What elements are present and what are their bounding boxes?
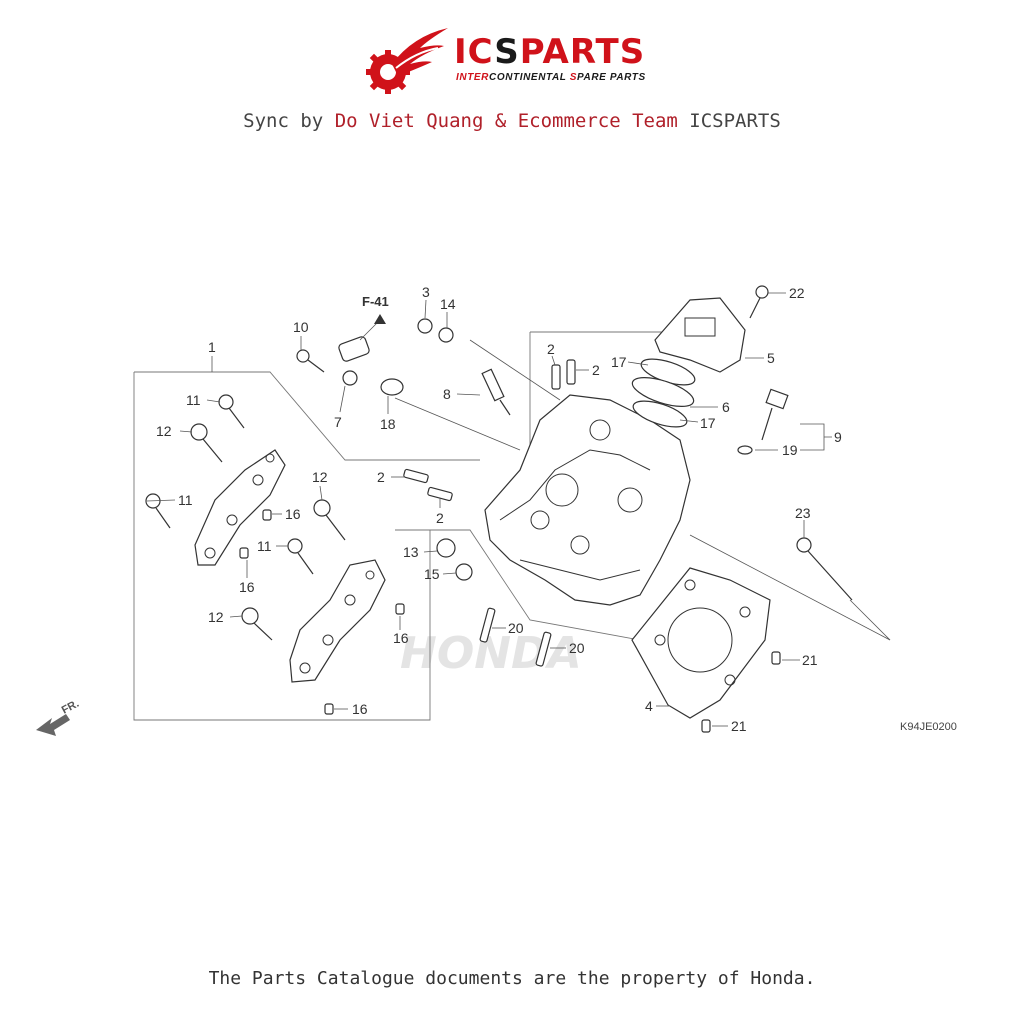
arrow-front-icon [36, 714, 70, 736]
callout-4: 4 [645, 698, 653, 714]
breather-cover-5 [654, 297, 746, 373]
callout-15: 15 [424, 566, 440, 582]
copyright-notice: The Parts Catalogue documents are the pr… [208, 968, 816, 989]
dowel-21-b [701, 719, 711, 733]
brand-logo: ICSPARTS INTERCONTINENTAL SPARE PARTS [358, 24, 668, 94]
brand-tagline: INTERCONTINENTAL SPARE PARTS [456, 72, 646, 83]
dowel-16-a [262, 509, 272, 521]
callout-19: 19 [782, 442, 798, 458]
dowel-21-a [771, 651, 781, 665]
callout-12-a: 12 [156, 423, 172, 439]
bolt-12-a [190, 423, 223, 463]
arrow-up-icon [374, 314, 386, 324]
spark-plug-8 [481, 368, 511, 416]
ref-f41: F-41 [362, 294, 389, 309]
bolt-11-b [145, 493, 171, 529]
callout-3: 3 [422, 284, 430, 300]
bolt-12-b [313, 499, 346, 541]
leader-lines [146, 292, 891, 727]
bolt-23 [796, 537, 853, 601]
callout-23: 23 [795, 505, 811, 521]
callout-20-b: 20 [569, 640, 585, 656]
washer-15 [455, 563, 473, 581]
callout-16-c: 16 [393, 630, 409, 646]
bolt-22 [749, 285, 769, 319]
callout-10: 10 [293, 319, 309, 335]
callout-14: 14 [440, 296, 456, 312]
stud-20-b [535, 631, 552, 667]
callout-17-a: 17 [611, 354, 627, 370]
front-direction-arrow: FR. [36, 698, 81, 736]
callout-16-a: 16 [285, 506, 301, 522]
callout-20-a: 20 [508, 620, 524, 636]
rocker-holder-lower [289, 559, 386, 683]
callout-1: 1 [208, 339, 216, 355]
callout-16-b: 16 [239, 579, 255, 595]
callout-11-c: 11 [257, 538, 272, 554]
honda-watermark: HONDA [400, 628, 582, 679]
wing-gear-icon [366, 28, 448, 94]
group-frame-lower [395, 529, 641, 641]
drawing-code: K94JE0200 [900, 721, 957, 733]
gasket-17-lower [632, 400, 688, 428]
rocker-holder-upper [194, 449, 286, 566]
callout-12-b: 12 [312, 469, 328, 485]
guide-2-b [566, 359, 576, 385]
svg-text:FR.: FR. [60, 698, 81, 717]
callout-21-a: 21 [802, 652, 818, 668]
cap-3 [417, 318, 433, 334]
callout-11-b: 11 [178, 492, 193, 508]
callout-2-b: 2 [436, 510, 444, 526]
water-joint-7 [338, 336, 370, 386]
callout-21-b: 21 [731, 718, 747, 734]
brand-name: ICSPARTS [454, 32, 646, 72]
bolt-10 [296, 349, 325, 373]
dowel-16-b [239, 547, 249, 559]
callout-16-d: 16 [352, 701, 368, 717]
stud-20-a [479, 607, 496, 643]
cap-13 [436, 538, 456, 558]
callout-2-d: 2 [592, 362, 600, 378]
washer-14 [438, 327, 454, 343]
guide-2-c [403, 468, 429, 484]
dowel-16-c [395, 603, 405, 615]
callout-13: 13 [403, 544, 419, 560]
callout-17-b: 17 [700, 415, 716, 431]
callout-11-a: 11 [186, 392, 201, 408]
callout-2-c: 2 [547, 341, 555, 357]
o-ring-18 [380, 378, 404, 396]
dowel-16-d [324, 703, 334, 715]
callout-8: 8 [443, 386, 451, 402]
callout-12-c: 12 [208, 609, 224, 625]
gasket-6 [631, 377, 695, 407]
callout-7: 7 [334, 414, 342, 430]
bolt-12-c [241, 607, 273, 641]
callout-18: 18 [380, 416, 396, 432]
cylinder-head [484, 394, 691, 606]
bolt-11-a [218, 394, 245, 429]
callout-9: 9 [834, 429, 842, 445]
sync-credit: Sync by Do Viet Quang & Ecommerce Team I… [243, 110, 781, 132]
guide-2-a [551, 364, 561, 390]
head-gasket-4 [631, 567, 771, 719]
guide-2-d [427, 486, 453, 502]
bolt-11-c [287, 538, 314, 575]
temp-sensor-9 [737, 388, 789, 455]
callout-2-a: 2 [377, 469, 385, 485]
callout-5: 5 [767, 350, 775, 366]
callout-22: 22 [789, 285, 805, 301]
callout-6: 6 [722, 399, 730, 415]
